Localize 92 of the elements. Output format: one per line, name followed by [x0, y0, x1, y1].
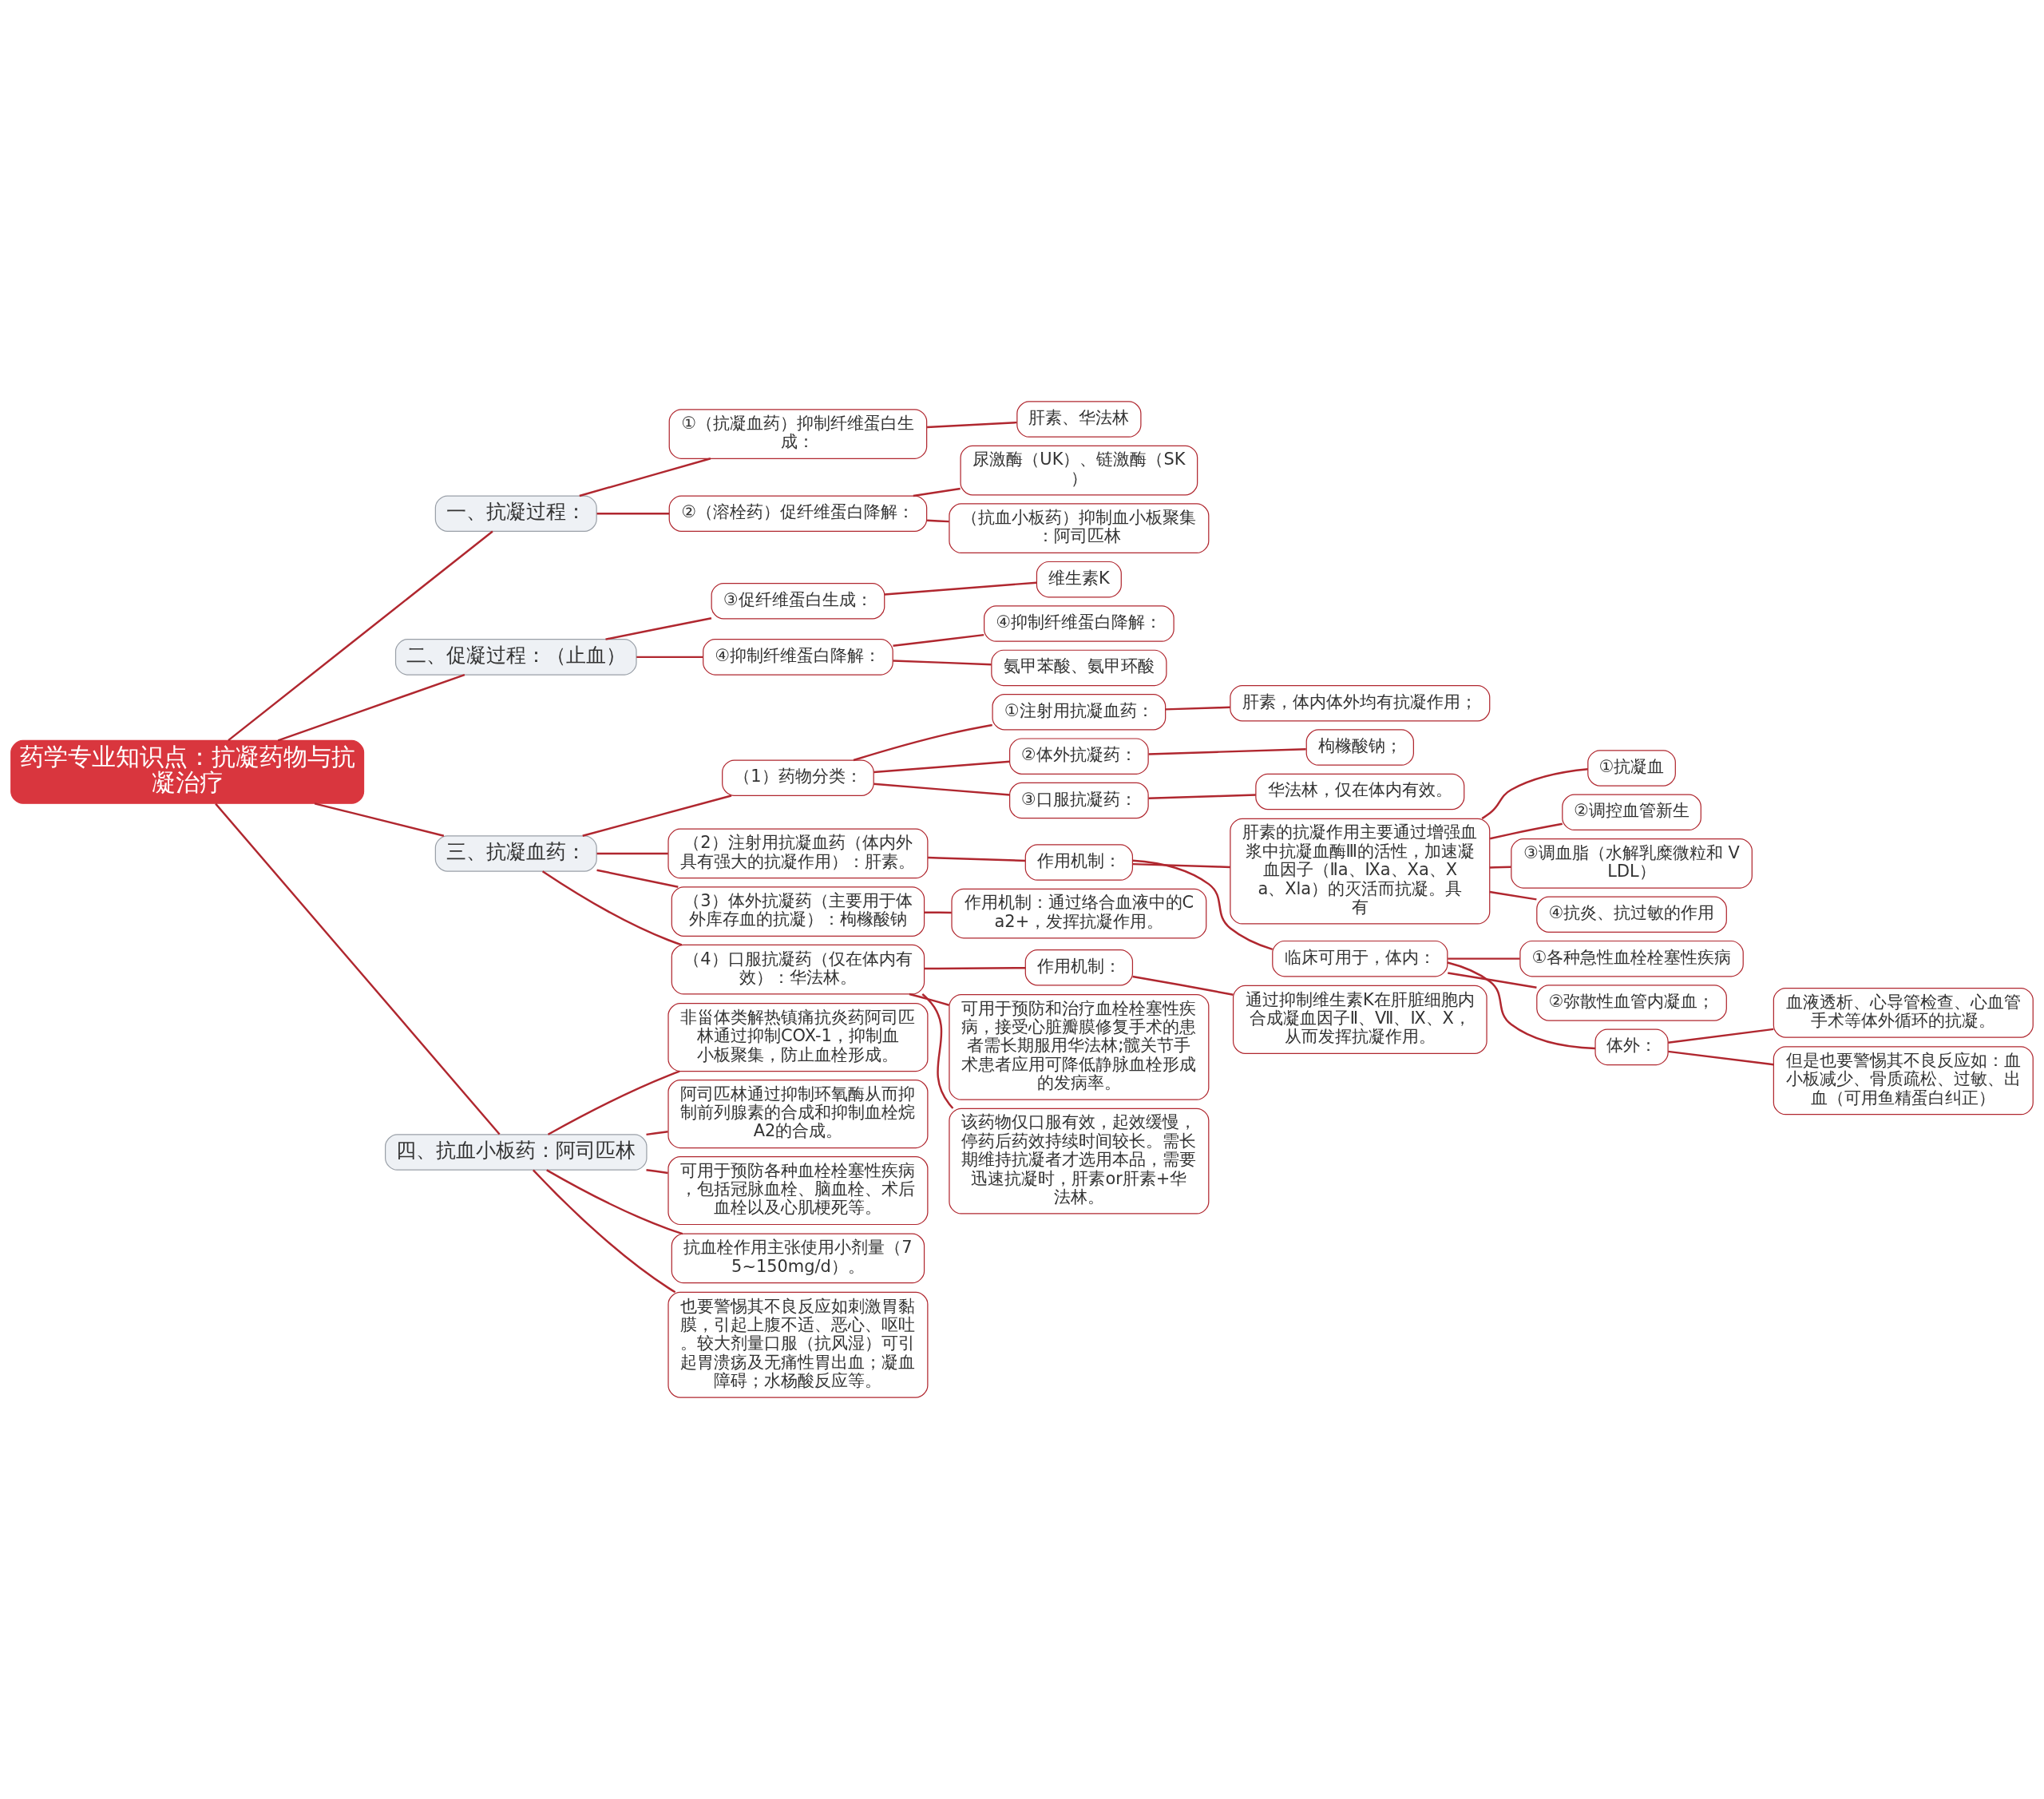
- node-box: （4）口服抗凝药（仅在体内有效）：华法林。: [671, 944, 925, 995]
- node-box: 作用机制：通过络合血液中的Ca2+，发挥抗凝作用。: [951, 888, 1207, 939]
- connector: [646, 1131, 668, 1136]
- connector: [277, 673, 465, 742]
- node-box: 氨甲苯酸、氨甲环酸: [991, 649, 1167, 687]
- connector: [1448, 957, 1520, 960]
- node-box: ①各种急性血栓栓塞性疾病: [1519, 940, 1744, 977]
- connector: [541, 870, 683, 946]
- connector: [546, 1169, 683, 1235]
- connector: [596, 512, 670, 515]
- connector: [1148, 794, 1256, 800]
- connector: [873, 760, 1010, 774]
- connector: [1148, 747, 1306, 755]
- node-box: 三、抗凝血药：: [434, 835, 597, 872]
- node-box: 肝素、华法林: [1016, 401, 1142, 438]
- node-box: ①抗凝血: [1587, 750, 1676, 787]
- connector: [1668, 1050, 1774, 1066]
- node-box: 尿激酶（UK）、链激酶（SK）: [960, 445, 1198, 496]
- node-box: 体外：: [1594, 1028, 1669, 1066]
- node-box: 但是也要警惕其不良反应如：血小板减少、骨质疏松、过敏、出血（可用鱼精蛋白纠正）: [1773, 1046, 2034, 1115]
- connector: [1132, 859, 1274, 951]
- node-box: ②弥散性血管内凝血；: [1536, 985, 1727, 1021]
- connector: [884, 581, 1037, 596]
- connector: [596, 852, 668, 855]
- connector: [1132, 975, 1234, 996]
- node-box: ④抑制纤维蛋白降解：: [984, 605, 1175, 642]
- node-box: 四、抗血小板药：阿司匹林: [385, 1134, 648, 1171]
- node-box: 抗血栓作用主张使用小剂量（75~150mg/d）。: [671, 1233, 925, 1284]
- node-box: 二、促凝过程：（止血）: [394, 639, 637, 676]
- connector: [1481, 768, 1588, 820]
- node-box: 也要警惕其不良反应如刺激胃黏膜，引起上腹不适、恶心、呕吐。较大剂量口服（抗风湿）可引起胃溃疡及无痛性胃出血；凝血障碍；水杨酸反应等。: [667, 1291, 929, 1398]
- connector: [1447, 961, 1595, 1050]
- connector: [893, 660, 992, 666]
- connector: [909, 993, 949, 1006]
- node-box: ④抗炎、抗过敏的作用: [1536, 896, 1727, 933]
- connector: [1448, 972, 1537, 989]
- node-box: 临床可用于，体内：: [1272, 940, 1448, 977]
- node-box: （1）药物分类：: [722, 759, 874, 796]
- connector: [1132, 862, 1230, 869]
- node-box: 一、抗凝过程：: [434, 495, 597, 532]
- node-box: 阿司匹林通过抑制环氧酶从而抑制前列腺素的合成和抑制血栓烷A2的合成。: [667, 1080, 929, 1149]
- node-box: 通过抑制维生素K在肝脏细胞内合成凝血因子Ⅱ、Ⅶ、Ⅸ、X，从而发挥抗凝作用。: [1232, 985, 1487, 1054]
- connector: [913, 487, 961, 497]
- node-box: 血液透析、心导管检查、心血管手术等体外循环的抗凝。: [1773, 987, 2034, 1038]
- connector: [228, 530, 493, 742]
- node-box: 药学专业知识点：抗凝药物与抗凝治疗: [10, 739, 365, 804]
- node-box: ①（抗凝血药）抑制纤维蛋白生成：: [668, 409, 928, 459]
- node-box: ①注射用抗凝血药：: [992, 694, 1167, 731]
- connector: [893, 633, 984, 647]
- node-box: ④抑制纤维蛋白降解：: [703, 639, 893, 676]
- node-box: ②（溶栓药）促纤维蛋白降解：: [668, 495, 928, 532]
- node-box: （2）注射用抗凝血药（体内外具有强大的抗凝作用）：肝素。: [667, 828, 929, 879]
- node-box: 维生素K: [1036, 561, 1122, 598]
- connector: [314, 802, 445, 837]
- connector: [873, 783, 1010, 796]
- node-box: ②调控血管新生: [1562, 794, 1701, 831]
- node-box: 可用于预防和治疗血栓栓塞性疾病，接受心脏瓣膜修复手术的患者需长期服用华法林;髋关节手术患者应用可降低静脉血栓形成的发病率。: [949, 993, 1210, 1100]
- connector: [925, 966, 1026, 970]
- connector: [853, 723, 992, 762]
- connector: [605, 616, 712, 640]
- node-box: ②体外抗凝药：: [1009, 738, 1149, 775]
- connector: [1489, 822, 1563, 840]
- node-box: 枸橼酸钠；: [1305, 729, 1414, 766]
- node-box: ③调血脂（水解乳糜微粒和 VLDL）: [1511, 838, 1753, 889]
- node-box: 非甾体类解热镇痛抗炎药阿司匹林通过抑制COX-1，抑制血小板聚集，防止血栓形成。: [667, 1003, 929, 1072]
- node-box: 作用机制：: [1024, 949, 1134, 986]
- node-box: 作用机制：: [1024, 844, 1134, 881]
- node-box: 华法林，仅在体内有效。: [1255, 773, 1465, 810]
- connector: [1165, 706, 1230, 711]
- node-box: （3）体外抗凝药（主要用于体外库存血的抗凝）：枸橼酸钠: [671, 886, 925, 937]
- connector: [215, 802, 501, 1135]
- connector: [927, 421, 1017, 429]
- connector: [928, 856, 1026, 862]
- node-box: ③促纤维蛋白生成：: [711, 582, 885, 620]
- connector: [579, 458, 711, 497]
- node-box: ③口服抗凝药：: [1009, 782, 1149, 819]
- connector: [1489, 866, 1511, 869]
- node-box: 肝素的抗凝作用主要通过增强血浆中抗凝血酶Ⅲ的活性，加速凝血因子（Ⅱa、Ⅸa、Xa、Xa、Xla）的灭活而抗凝。具有: [1230, 818, 1491, 925]
- node-box: 可用于预防各种血栓栓塞性疾病，包括冠脉血栓、脑血栓、术后血栓以及心肌梗死等。: [667, 1155, 929, 1226]
- node-box: 该药物仅口服有效，起效缓慢，停药后药效持续时间较长。需长期维持抗凝者才选用本品，需要迅速抗凝时，肝素or肝素+华法林。: [949, 1108, 1210, 1215]
- node-box: （抗血小板药）抑制血小板聚集：阿司匹林: [949, 503, 1210, 554]
- connector: [582, 794, 732, 837]
- connector: [532, 1169, 676, 1294]
- connector: [596, 869, 679, 888]
- connector: [547, 1070, 680, 1135]
- connector: [927, 519, 949, 523]
- connector: [636, 656, 703, 659]
- connector: [646, 1169, 668, 1175]
- connector: [925, 911, 952, 914]
- node-box: 肝素，体内体外均有抗凝作用；: [1230, 684, 1491, 722]
- connector: [1668, 1028, 1774, 1044]
- connector: [1489, 890, 1537, 901]
